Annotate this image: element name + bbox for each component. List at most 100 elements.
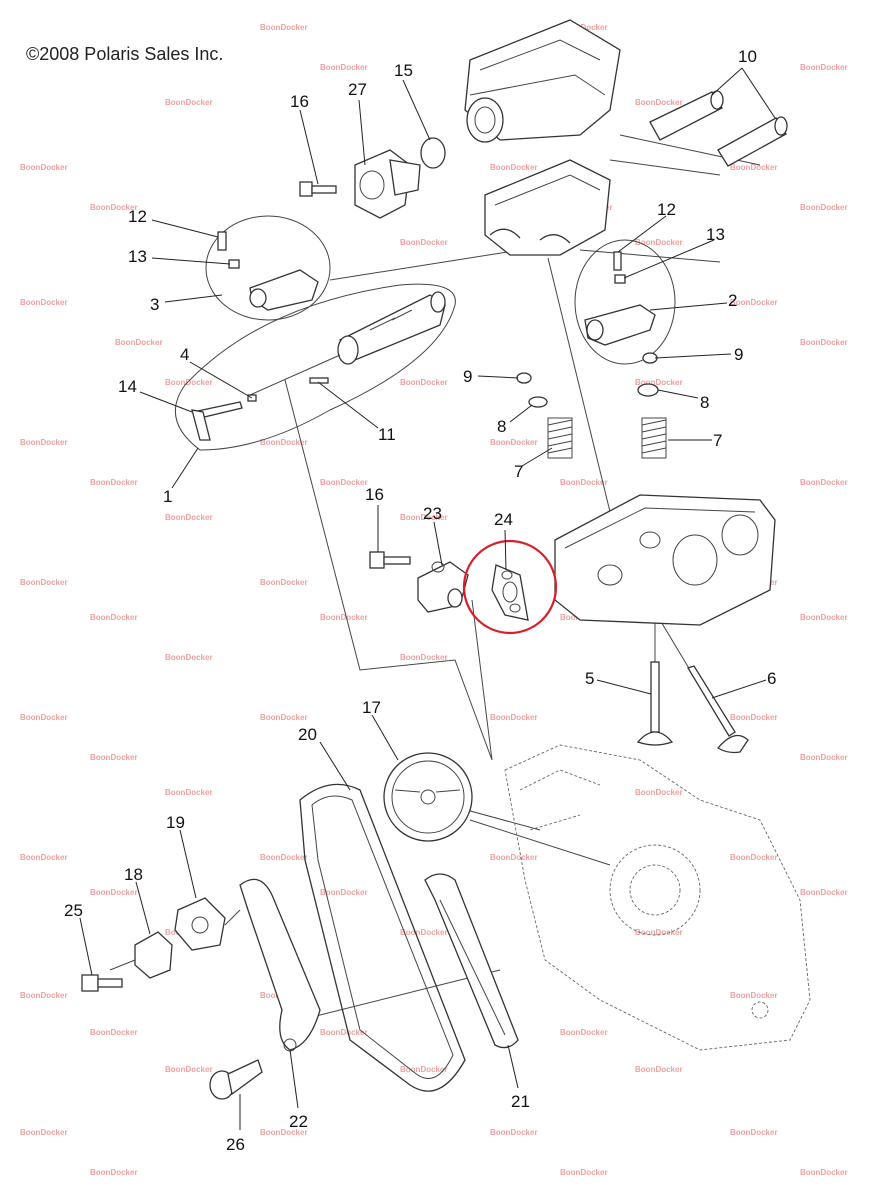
callout-10: 10 (738, 47, 757, 66)
callout-15: 15 (394, 61, 413, 80)
watermark: BoonDocker (490, 713, 538, 722)
callout-12: 12 (128, 207, 147, 226)
watermark: BoonDocker (165, 1065, 213, 1074)
callout-8: 8 (700, 393, 709, 412)
watermark: BoonDocker (320, 613, 368, 622)
watermark: BoonDocker (800, 888, 848, 897)
watermark: BoonDocker (165, 653, 213, 662)
watermark: BoonDocker (400, 238, 448, 247)
watermark: BoonDocker (400, 378, 448, 387)
cylinder-head (554, 494, 776, 626)
watermark: BoonDocker (635, 98, 683, 107)
callout-23: 23 (423, 504, 442, 523)
bolt-middle (369, 551, 411, 569)
sprocket-spacer (174, 897, 226, 951)
callout-7: 7 (713, 431, 722, 450)
callout-13: 13 (706, 225, 725, 244)
watermark: BoonDocker (400, 513, 448, 522)
watermark: BoonDocker (635, 378, 683, 387)
watermark: BoonDocker (400, 1065, 448, 1074)
callout-9: 9 (463, 367, 472, 386)
watermark: BoonDocker (165, 513, 213, 522)
cam-carrier (484, 159, 611, 256)
watermark: BoonDocker (800, 753, 848, 762)
rocker-arm-right (574, 239, 676, 365)
watermark: BoonDocker (320, 888, 368, 897)
watermark: BoonDocker (635, 788, 683, 797)
watermark: BoonDocker (730, 853, 778, 862)
watermark: BoonDocker (320, 1028, 368, 1037)
callout-1: 1 (163, 487, 172, 506)
cam-sprocket (383, 752, 473, 842)
watermark: BoonDocker (20, 991, 68, 1000)
chain-guide (424, 873, 519, 1049)
watermark: BoonDocker (20, 713, 68, 722)
watermark: BoonDocker (800, 1168, 848, 1177)
watermark: BoonDocker (90, 1028, 138, 1037)
watermark: BoonDocker (90, 203, 138, 212)
watermark: BoonDocker (20, 438, 68, 447)
watermark: BoonDocker (90, 753, 138, 762)
camshaft-assembly (174, 283, 456, 451)
watermark: BoonDocker (260, 713, 308, 722)
callout-18: 18 (124, 865, 143, 884)
crankcase (504, 744, 811, 1051)
callout-16: 16 (290, 92, 309, 111)
watermark: BoonDocker (90, 613, 138, 622)
callout-16: 16 (365, 485, 384, 504)
callout-3: 3 (150, 295, 159, 314)
watermark: BoonDocker (90, 1168, 138, 1177)
assembly-guide-lines (109, 134, 761, 1026)
callouts: 10 15 27 16 12 13 3 4 14 1 11 12 13 2 9 … (64, 47, 776, 1154)
watermark: BoonDocker (730, 163, 778, 172)
watermark: BoonDocker (320, 478, 368, 487)
watermark: BoonDocker (260, 578, 308, 587)
watermark: BoonDocker (635, 1065, 683, 1074)
callout-6: 6 (767, 669, 776, 688)
watermark: BoonDocker (635, 928, 683, 937)
watermark: BoonDocker (560, 23, 608, 32)
watermark: BoonDocker (20, 1128, 68, 1137)
watermark: BoonDocker (730, 713, 778, 722)
callout-8: 8 (497, 417, 506, 436)
blade-pivot-bolt (209, 1059, 263, 1100)
watermark: BoonDocker (730, 298, 778, 307)
watermark: BoonDocker (490, 438, 538, 447)
watermark: BoonDocker (730, 991, 778, 1000)
callout-5: 5 (585, 669, 594, 688)
tensioner-housing (354, 149, 421, 219)
bolt-upper (299, 181, 337, 197)
callout-21: 21 (511, 1092, 530, 1111)
highlight-circle (462, 539, 558, 635)
drive-sprocket (134, 931, 173, 979)
o-ring (420, 137, 446, 169)
watermark: BoonDocker (165, 378, 213, 387)
callout-19: 19 (166, 813, 185, 832)
spring-left (547, 417, 573, 459)
watermark: BoonDocker (800, 613, 848, 622)
watermark: BoonDocker (90, 478, 138, 487)
watermark: BoonDocker (260, 853, 308, 862)
callout-12: 12 (657, 200, 676, 219)
watermark: BoonDocker (560, 1168, 608, 1177)
sprocket-bolt (81, 974, 123, 992)
callout-22: 22 (289, 1112, 308, 1131)
watermark: BoonDocker (800, 203, 848, 212)
watermark: BoonDocker (400, 653, 448, 662)
callout-24: 24 (494, 510, 513, 529)
watermark: BoonDocker (800, 478, 848, 487)
tensioner-gasket (491, 564, 529, 621)
spring-right (641, 417, 667, 459)
watermark: BoonDocker (560, 478, 608, 487)
intake-valve (636, 661, 674, 746)
callout-27: 27 (348, 80, 367, 99)
watermark: BoonDocker (560, 1028, 608, 1037)
watermark: BoonDocker (635, 238, 683, 247)
tensioner-blade (239, 878, 321, 1052)
rocker-arm-left (205, 215, 331, 321)
watermark: BoonDocker (490, 853, 538, 862)
watermark: BoonDocker (115, 338, 163, 347)
watermark: BoonDocker (730, 1128, 778, 1137)
copyright-notice: ©2008 Polaris Sales Inc. (26, 44, 224, 64)
